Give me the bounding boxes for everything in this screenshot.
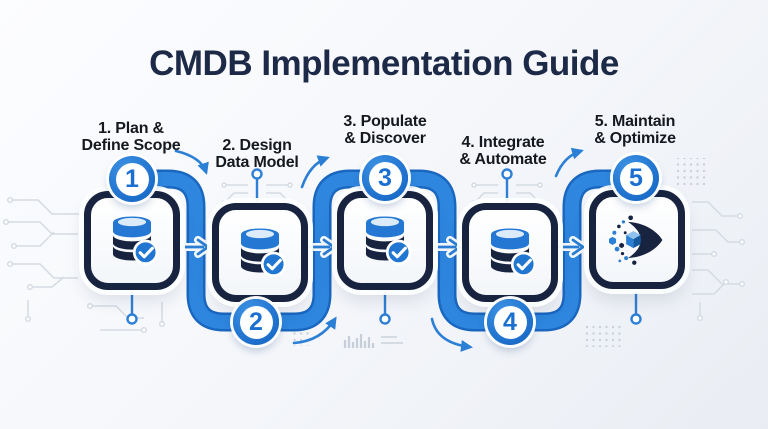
step-label: 3. Populate & Discover (343, 113, 427, 147)
pin-below-step5 (630, 292, 642, 325)
database-check-icon (231, 225, 289, 280)
curved-arrow-label3 (300, 155, 330, 189)
step-card (212, 203, 308, 302)
step-label: 2. Design Data Model (215, 137, 299, 171)
arrow-step1-step2 (180, 236, 212, 258)
equalizer-bars-decoration (343, 334, 375, 348)
step-label: 5. Maintain & Optimize (594, 113, 676, 147)
discover-eye-icon (606, 211, 668, 269)
step-card (462, 203, 558, 302)
step-number-badge: 2 (233, 299, 279, 345)
curved-arrow-bottom-step2 (292, 316, 337, 345)
misc-gray-lines (381, 336, 403, 344)
arrow-step3-step4 (432, 236, 464, 258)
curved-arrow-label5 (554, 147, 584, 178)
dot-grid-top-right (673, 158, 709, 186)
database-check-icon (103, 213, 161, 268)
step-number-badge: 1 (109, 156, 155, 202)
step-number-badge: 4 (487, 299, 533, 345)
step-label: 4. Integrate & Automate (459, 134, 547, 168)
circuit-above-step4 (471, 182, 543, 206)
circuit-left-of-step1 (2, 196, 80, 323)
database-check-icon (481, 225, 539, 280)
pin-below-step3 (379, 292, 391, 325)
step-card (337, 191, 433, 290)
connector-pins (126, 168, 642, 325)
circuit-below-step1 (86, 302, 166, 334)
dot-grid-bottom-mid (585, 325, 625, 347)
circuit-right-of-step5 (692, 201, 746, 322)
page-title: CMDB Implementation Guide (149, 44, 619, 83)
step-card (589, 190, 685, 289)
curved-arrow-label1 (174, 149, 209, 175)
pin-above-step2 (251, 168, 263, 202)
arrow-step2-step3 (306, 236, 338, 258)
database-check-icon (356, 213, 414, 268)
step-number-badge: 3 (362, 155, 408, 201)
pin-above-step4 (501, 168, 513, 202)
step-number-badge: 5 (613, 155, 659, 201)
step-label: 1. Plan & Define Scope (81, 120, 181, 154)
step-card (84, 191, 180, 290)
arrow-step4-step5 (555, 236, 587, 258)
pin-below-step1 (126, 292, 138, 325)
curved-guide-arrows (174, 147, 584, 352)
connector-arrows (180, 236, 587, 258)
curved-arrow-bottom-step4 (430, 317, 473, 352)
